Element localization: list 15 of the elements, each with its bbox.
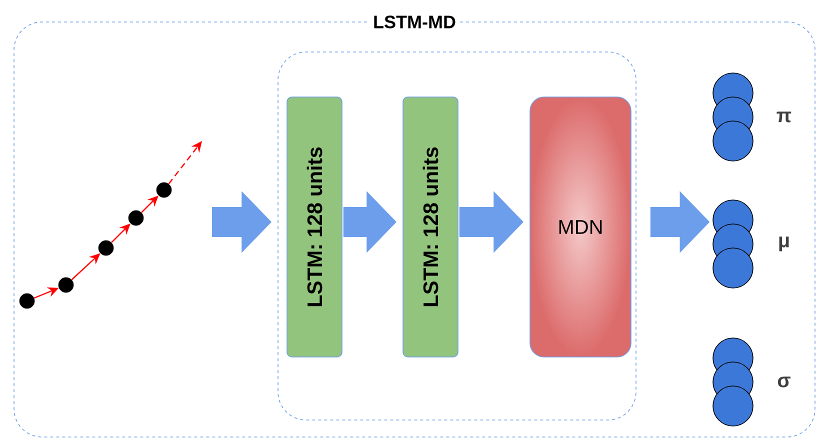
point-dot [98, 240, 114, 256]
point-dot [58, 277, 74, 293]
layer-box: MDN [530, 96, 632, 358]
neuron-stack [712, 338, 754, 426]
neuron-stack [712, 200, 754, 288]
point-dot [19, 293, 35, 309]
layer-box: LSTM: 128 units [402, 96, 458, 358]
point-dot [156, 182, 172, 198]
neuron-stack [712, 72, 754, 162]
output-label: π [776, 112, 792, 122]
layer-box: LSTM: 128 units [286, 96, 342, 358]
group-box [278, 52, 636, 420]
point-dot [128, 210, 144, 226]
output-label: σ [778, 376, 790, 388]
output-label: μ [779, 236, 789, 252]
